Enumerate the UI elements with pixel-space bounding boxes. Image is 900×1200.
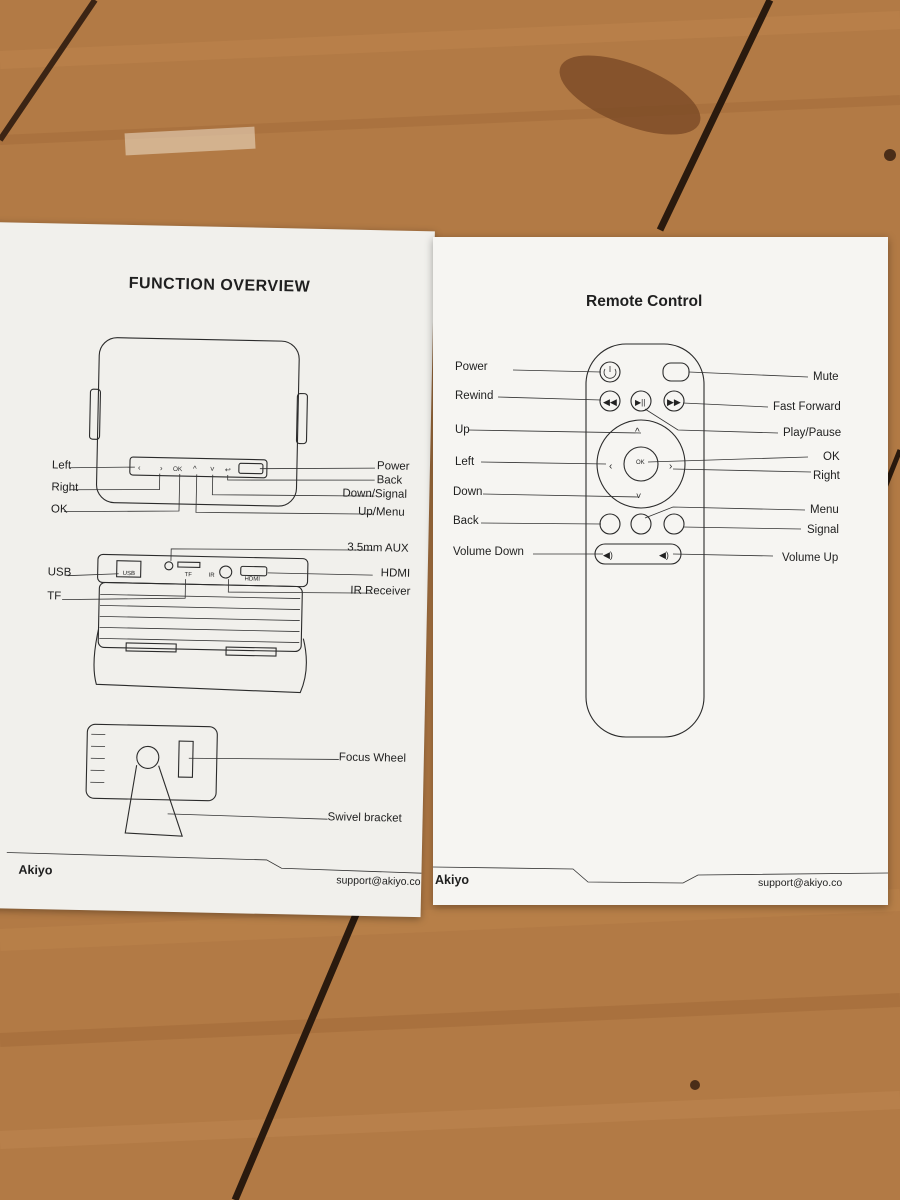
right-page: Remote Control ◀◀ ▶|| ▶▶ ‹ › ^ ˅ ◀) ◀) [433, 237, 888, 905]
svg-text:˅: ˅ [636, 491, 641, 501]
port-hdmi-text: HDMI [244, 576, 260, 583]
svg-text:◀◀: ◀◀ [603, 397, 617, 407]
label-focus-wheel: Focus Wheel [338, 751, 407, 765]
label-rewind: Rewind [455, 390, 494, 402]
svg-text:^: ^ [193, 464, 197, 473]
label-tf: TF [47, 590, 62, 603]
svg-text:^: ^ [635, 427, 640, 438]
svg-text:›: › [160, 464, 163, 473]
label-power: Power [455, 361, 488, 373]
svg-text:‹: ‹ [138, 463, 141, 472]
support-email: support@akiyo.co [758, 877, 843, 889]
svg-text:▶▶: ▶▶ [667, 397, 681, 407]
brand-logo: Akiyo [435, 873, 470, 887]
label-hdmi: HDMI [380, 567, 411, 580]
support-email: support@akiyo.co [336, 874, 421, 889]
label-signal: Signal [807, 524, 839, 536]
label-down: Down [453, 486, 483, 498]
label-fast-forward: Fast Forward [773, 401, 841, 413]
label-down-signal: Down/Signal [342, 487, 408, 501]
label-ok: OK [50, 503, 68, 516]
svg-text:›: › [669, 461, 672, 472]
label-back: Back [376, 474, 403, 487]
projector-side-drawing [85, 723, 218, 837]
page-title: Remote Control [586, 293, 703, 310]
left-page: FUNCTION OVERVIEW ‹ › OK ^ ˅ ↩ [0, 222, 435, 918]
label-usb: USB [47, 566, 72, 579]
label-aux: 3.5mm AUX [347, 541, 409, 555]
label-up-menu: Up/Menu [357, 505, 405, 519]
svg-text:OK: OK [173, 466, 183, 473]
projector-diagrams: ‹ › OK ^ ˅ ↩ [6, 337, 422, 874]
remote-ok-text: OK [636, 460, 645, 466]
svg-text:◀): ◀) [603, 550, 613, 560]
label-play-pause: Play/Pause [783, 427, 842, 439]
label-up: Up [455, 424, 470, 436]
label-ir-receiver: IR Receiver [350, 584, 411, 598]
label-volume-up: Volume Up [782, 552, 839, 564]
label-ok: OK [823, 451, 840, 463]
svg-text:˅: ˅ [210, 465, 215, 474]
label-menu: Menu [810, 504, 839, 516]
label-right: Right [813, 470, 840, 482]
label-swivel-bracket: Swivel bracket [327, 811, 402, 825]
brand-logo: Akiyo [18, 862, 53, 878]
label-volume-down: Volume Down [453, 546, 524, 558]
label-left: Left [51, 459, 72, 472]
port-ir-text: IR [208, 572, 215, 579]
svg-text:‹: ‹ [609, 461, 612, 472]
label-left: Left [455, 456, 475, 468]
label-mute: Mute [813, 371, 839, 383]
remote-diagram: ◀◀ ▶|| ▶▶ ‹ › ^ ˅ ◀) ◀) [433, 343, 888, 884]
svg-text:↩: ↩ [225, 467, 231, 474]
label-right: Right [51, 481, 79, 494]
svg-text:▶||: ▶|| [635, 398, 645, 407]
projector-back-drawing [93, 553, 309, 694]
port-tf-text: TF [184, 572, 193, 579]
projector-front-drawing: ‹ › OK ^ ˅ ↩ [88, 337, 308, 507]
label-power: Power [376, 460, 410, 473]
label-back: Back [453, 515, 479, 527]
port-usb-text: USB [122, 570, 136, 578]
svg-text:◀): ◀) [659, 550, 669, 560]
